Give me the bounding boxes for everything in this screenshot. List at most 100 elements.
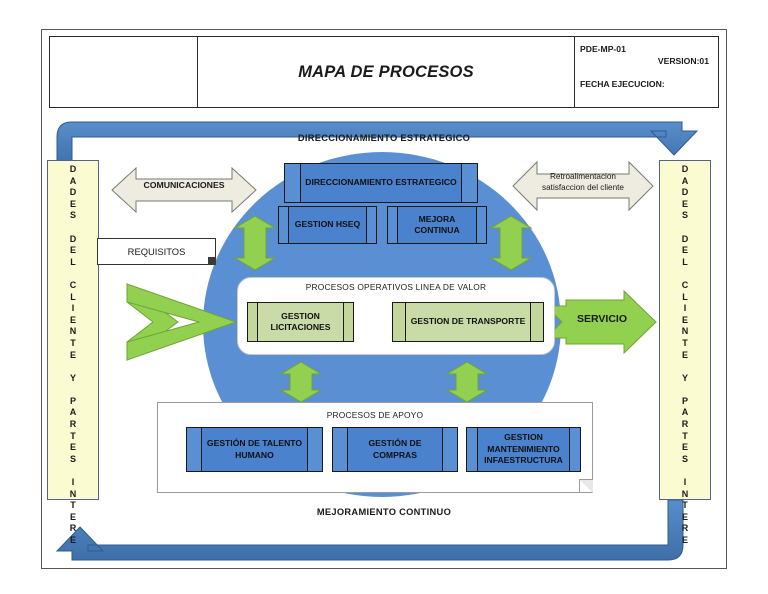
process-label: GESTION MANTENIMIENTO INFAESTRUCTURA — [484, 432, 563, 466]
side-column-left-char: C — [69, 279, 77, 290]
side-column-right-char: I — [683, 477, 687, 488]
process-box-gestion-de-transporte[interactable]: GESTION DE TRANSPORTE — [392, 302, 544, 342]
box-band-left — [467, 428, 478, 471]
process-box-gestion-de-compras[interactable]: GESTIÓN DE COMPRAS — [332, 427, 458, 472]
box-band-left — [248, 303, 258, 341]
side-column-left-char: Y — [69, 372, 76, 383]
side-column-left-char: S — [69, 210, 76, 221]
side-column-right-char: E — [681, 442, 688, 453]
side-column-left-char: A — [69, 175, 77, 186]
side-column-left-char: D — [69, 233, 77, 244]
box-core: GESTIÓN DE COMPRAS — [348, 428, 442, 471]
side-column-right-char: E — [681, 245, 688, 256]
side-column-right-char: C — [681, 279, 689, 290]
box-band-right — [569, 428, 580, 471]
box-core: GESTIÓN DE TALENTO HUMANO — [202, 428, 307, 471]
page-title: MAPA DE PROCESOS — [298, 62, 474, 81]
label-retroalimentacion-line1: Retroalimentacion — [550, 172, 616, 181]
side-column-right-char: N — [681, 326, 689, 337]
header-title-cell: MAPA DE PROCESOS — [198, 37, 575, 107]
box-band-left — [285, 164, 301, 202]
side-column-right-char: R — [681, 523, 689, 534]
label-retroalimentacion: Retroalimentacion satisfaccion del clien… — [519, 172, 647, 193]
process-label: MEJORA CONTINUA — [414, 213, 460, 236]
box-core: GESTION LICITACIONES — [258, 303, 343, 341]
side-column-left-char: D — [69, 187, 77, 198]
side-column-right-char: Y — [681, 372, 688, 383]
box-band-right — [476, 207, 486, 243]
process-label: GESTIÓN DE TALENTO HUMANO — [206, 438, 303, 460]
process-label: GESTION LICITACIONES — [270, 310, 331, 333]
side-column-right-char: L — [682, 256, 688, 267]
side-column-left-char: E — [69, 349, 76, 360]
side-column-right-char: T — [682, 500, 688, 511]
side-column-right-char: N — [681, 488, 689, 499]
header-table: MAPA DE PROCESOS PDE-MP-01 VERSION:01 FE… — [49, 36, 719, 108]
side-column-left-char: I — [71, 303, 75, 314]
operative-processes-title: PROCESOS OPERATIVOS LINEA DE VALOR — [305, 282, 487, 292]
process-box-direccionamiento-estrategico[interactable]: DIRECCIONAMIENTO ESTRATEGICO — [284, 163, 478, 203]
box-core: DIRECCIONAMIENTO ESTRATEGICO — [301, 164, 461, 202]
process-box-gestion-hseq[interactable]: GESTION HSEQ — [278, 206, 377, 244]
side-column-right-char: E — [681, 535, 688, 545]
side-column-left-char: E — [69, 198, 76, 209]
box-band-right — [366, 207, 376, 243]
side-column-left-char: T — [70, 500, 76, 511]
side-column-left-char: T — [70, 430, 76, 441]
side-column-left-char: E — [69, 442, 76, 453]
side-column-right-char: P — [681, 395, 688, 406]
process-box-gestion-mantenimiento-infaestructura[interactable]: GESTION MANTENIMIENTO INFAESTRUCTURA — [466, 427, 581, 472]
header-logo-cell — [50, 37, 198, 107]
support-processes-title: PROCESOS DE APOYO — [326, 410, 424, 420]
requisitos-box: REQUISITOS — [97, 238, 216, 265]
side-column-right-char: A — [681, 407, 689, 418]
side-column-right-char: I — [683, 303, 687, 314]
banner-label-continuous-improvement: MEJORAMIENTO CONTINUO — [316, 507, 452, 517]
box-band-left — [333, 428, 348, 471]
box-band-left — [187, 428, 202, 471]
document-version: VERSION:01 — [657, 56, 709, 66]
document-fecha-ejecucion: FECHA EJECUCION: — [580, 79, 665, 89]
process-box-gestion-talento-humano[interactable]: GESTIÓN DE TALENTO HUMANO — [186, 427, 323, 472]
side-column-left-char: N — [69, 326, 77, 337]
label-comunicaciones: COMUNICACIONES — [143, 180, 225, 190]
header-meta-cell: PDE-MP-01 VERSION:01 FECHA EJECUCION: — [575, 37, 718, 107]
box-band-left — [393, 303, 406, 341]
side-column-right-char: S — [681, 453, 688, 464]
box-band-right — [307, 428, 322, 471]
label-servicio: SERVICIO — [577, 313, 627, 325]
side-column-left-char: L — [70, 256, 76, 267]
side-column-left-char: T — [70, 337, 76, 348]
side-column-left-char: L — [70, 291, 76, 302]
side-column-right-char: R — [681, 419, 689, 430]
side-column-right-char: D — [681, 187, 689, 198]
process-label: GESTION DE TRANSPORTE — [410, 316, 526, 327]
box-core: GESTION DE TRANSPORTE — [406, 303, 530, 341]
side-column-right-char: E — [681, 198, 688, 209]
side-column-left-char: E — [69, 314, 76, 325]
side-column-left-char: S — [69, 453, 76, 464]
box-band-right — [461, 164, 477, 202]
process-label: DIRECCIONAMIENTO ESTRATEGICO — [305, 177, 457, 188]
banner-label-strategic-direction: DIRECCIONAMIENTO ESTRATEGICO — [297, 133, 471, 143]
side-column-right-char: D — [681, 233, 689, 244]
process-box-mejora-continua[interactable]: MEJORA CONTINUA — [387, 206, 487, 244]
side-column-left-char: R — [69, 419, 77, 430]
side-column-left-char: I — [71, 477, 75, 488]
side-column-left-char: N — [69, 488, 77, 499]
side-column-right-char: E — [681, 349, 688, 360]
side-column-left-char: P — [69, 395, 76, 406]
process-label: GESTIÓN DE COMPRAS — [368, 438, 422, 460]
box-band-right — [442, 428, 457, 471]
label-retroalimentacion-line2: satisfaccion del cliente — [542, 182, 624, 192]
box-band-right — [530, 303, 543, 341]
box-core: MEJORA CONTINUA — [398, 207, 476, 243]
process-box-gestion-licitaciones[interactable]: GESTION LICITACIONES — [247, 302, 354, 342]
side-column-left-char: E — [69, 511, 76, 522]
side-column-left-char: E — [69, 245, 76, 256]
side-column-right-char: L — [682, 291, 688, 302]
side-column-left-char: A — [69, 407, 77, 418]
